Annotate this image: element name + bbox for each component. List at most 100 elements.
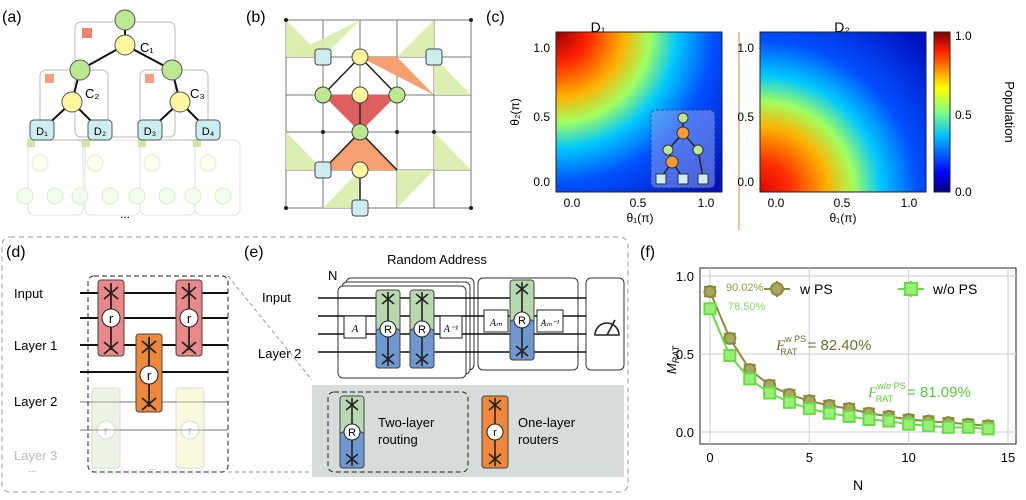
- y-tick: 0.5: [676, 347, 694, 362]
- svg-text:1.0: 1.0: [955, 29, 972, 43]
- y-tick: 1.0: [676, 269, 694, 284]
- svg-text:r: r: [493, 427, 497, 439]
- svg-text:r: r: [104, 423, 109, 438]
- faint-subtrees: [16, 139, 241, 216]
- svg-text:r: r: [187, 311, 192, 326]
- address-router: R: [509, 279, 535, 361]
- plot-area: [699, 267, 1017, 445]
- heatmap-inset: [650, 109, 716, 189]
- label-d4: D₄: [202, 126, 215, 138]
- svg-text:0.5: 0.5: [737, 110, 754, 124]
- data-point: [743, 372, 757, 386]
- n-label: N: [328, 268, 337, 283]
- data-point: [723, 349, 737, 363]
- heatmap-left-title: D₁: [591, 19, 606, 35]
- a-inv-gate: A⁻¹: [443, 324, 458, 335]
- c-ylabel: θ₂(π): [508, 98, 522, 126]
- panel-f: (f) 0 5 10 15 0.0 0.5 1.0 N MRAT w PS w/…: [640, 244, 1017, 493]
- svg-text:R: R: [384, 324, 392, 336]
- a-gate: A: [351, 323, 359, 335]
- data-point: [703, 285, 717, 299]
- row-layer2: Layer 2: [14, 394, 57, 409]
- panel-d-label: (d): [6, 244, 26, 261]
- label-c3: C₃: [190, 86, 205, 101]
- svg-text:0.0: 0.0: [768, 196, 785, 210]
- panel-a: (a): [2, 9, 241, 221]
- panel-a-label: (a): [2, 9, 22, 26]
- row-layer1: Layer 1: [14, 338, 57, 353]
- ellipsis-a: ...: [120, 207, 130, 221]
- data-point: [882, 414, 896, 428]
- legend-nops-label: w/o PS: [932, 281, 977, 297]
- c-ytick-0: 0.0: [533, 175, 550, 189]
- svg-text:R: R: [418, 324, 426, 336]
- svg-text:r: r: [188, 423, 193, 438]
- colorbar: [933, 31, 951, 193]
- e-row-input: Input: [262, 290, 291, 305]
- node-c3: [169, 91, 191, 113]
- legend-one-layer-icon: r: [481, 395, 509, 469]
- small-marker: [27, 139, 35, 147]
- svg-text:0.5: 0.5: [955, 108, 972, 122]
- panel-b: (b): [246, 9, 473, 217]
- data-point: [842, 409, 856, 423]
- panel-c: (c) D₁ D₂ 0.0 0.: [486, 9, 1017, 230]
- faint-routers: r r: [91, 387, 205, 469]
- panel-e: (e) Random Address N Input Layer 2 A A⁻¹…: [244, 244, 625, 477]
- label-d3: D₃: [144, 126, 156, 138]
- f-ylabel: MRAT: [664, 344, 681, 374]
- svg-text:0.0: 0.0: [564, 196, 581, 210]
- panel-e-label: (e): [244, 244, 264, 261]
- lattice-nodes: [314, 48, 443, 217]
- svg-text:1.0: 1.0: [698, 196, 715, 210]
- label-c1: C₁: [140, 40, 154, 55]
- data-point: [822, 406, 836, 420]
- address-nodes: D₁ D₂ D₃ D₄: [29, 119, 221, 141]
- svg-text:0.0: 0.0: [737, 175, 754, 189]
- random-address-label: Random Address: [387, 252, 487, 267]
- legend-two-layer-icon: R: [339, 395, 365, 469]
- panel-b-label: (b): [246, 9, 266, 26]
- label-d1: D₁: [36, 126, 48, 138]
- data-point: [763, 386, 777, 400]
- panel-de-frame: [1, 236, 629, 493]
- y-tick: 0.0: [676, 425, 694, 440]
- legend-two-layer-label-1: Two-layer: [378, 415, 435, 430]
- measurement-icon: [594, 319, 620, 336]
- lattice-plaquettes: [286, 20, 471, 208]
- c-ytick-2: 1.0: [533, 41, 550, 55]
- x-tick: 10: [901, 450, 915, 465]
- data-point: [782, 395, 796, 409]
- router-3: r: [135, 333, 163, 413]
- svg-text:1.0: 1.0: [737, 41, 754, 55]
- svg-text:0.5: 0.5: [834, 196, 851, 210]
- legend-two-layer-label-2: routing: [378, 432, 418, 447]
- row-input: Input: [14, 286, 43, 301]
- panel-f-label: (f): [640, 244, 655, 261]
- data-point: [902, 417, 916, 431]
- panel-c-label: (c): [486, 9, 505, 26]
- svg-text:1.0: 1.0: [901, 196, 918, 210]
- svg-text:...: ...: [148, 462, 156, 473]
- am-inv-gate: Aₘ⁻¹: [540, 318, 560, 328]
- legend-one-layer-label-2: routers: [518, 432, 559, 447]
- svg-text:r: r: [147, 368, 152, 383]
- f-legend: w PS w/o PS: [764, 281, 977, 297]
- plot-ticks: 0 5 10 15 0.0 0.5 1.0: [676, 269, 1015, 465]
- data-point: [981, 422, 995, 436]
- svg-text:r: r: [109, 311, 114, 326]
- legend-nops-marker: [904, 282, 918, 296]
- c-ytick-1: 0.5: [533, 110, 550, 124]
- heatmap-right-title: D₂: [834, 19, 850, 35]
- panel-d: (d) Input Layer 1 Layer 2 Layer 3 r r: [1, 236, 629, 493]
- svg-text:0.5: 0.5: [630, 196, 647, 210]
- svg-text:R: R: [348, 427, 356, 439]
- heatmap-d2: [760, 32, 926, 192]
- legend-ps-marker: [770, 282, 784, 296]
- label-d2: D₂: [94, 126, 106, 138]
- legend-one-layer-label-1: One-layer: [518, 415, 576, 430]
- x-tick: 15: [1001, 450, 1015, 465]
- two-layer-router-1: R: [375, 289, 401, 369]
